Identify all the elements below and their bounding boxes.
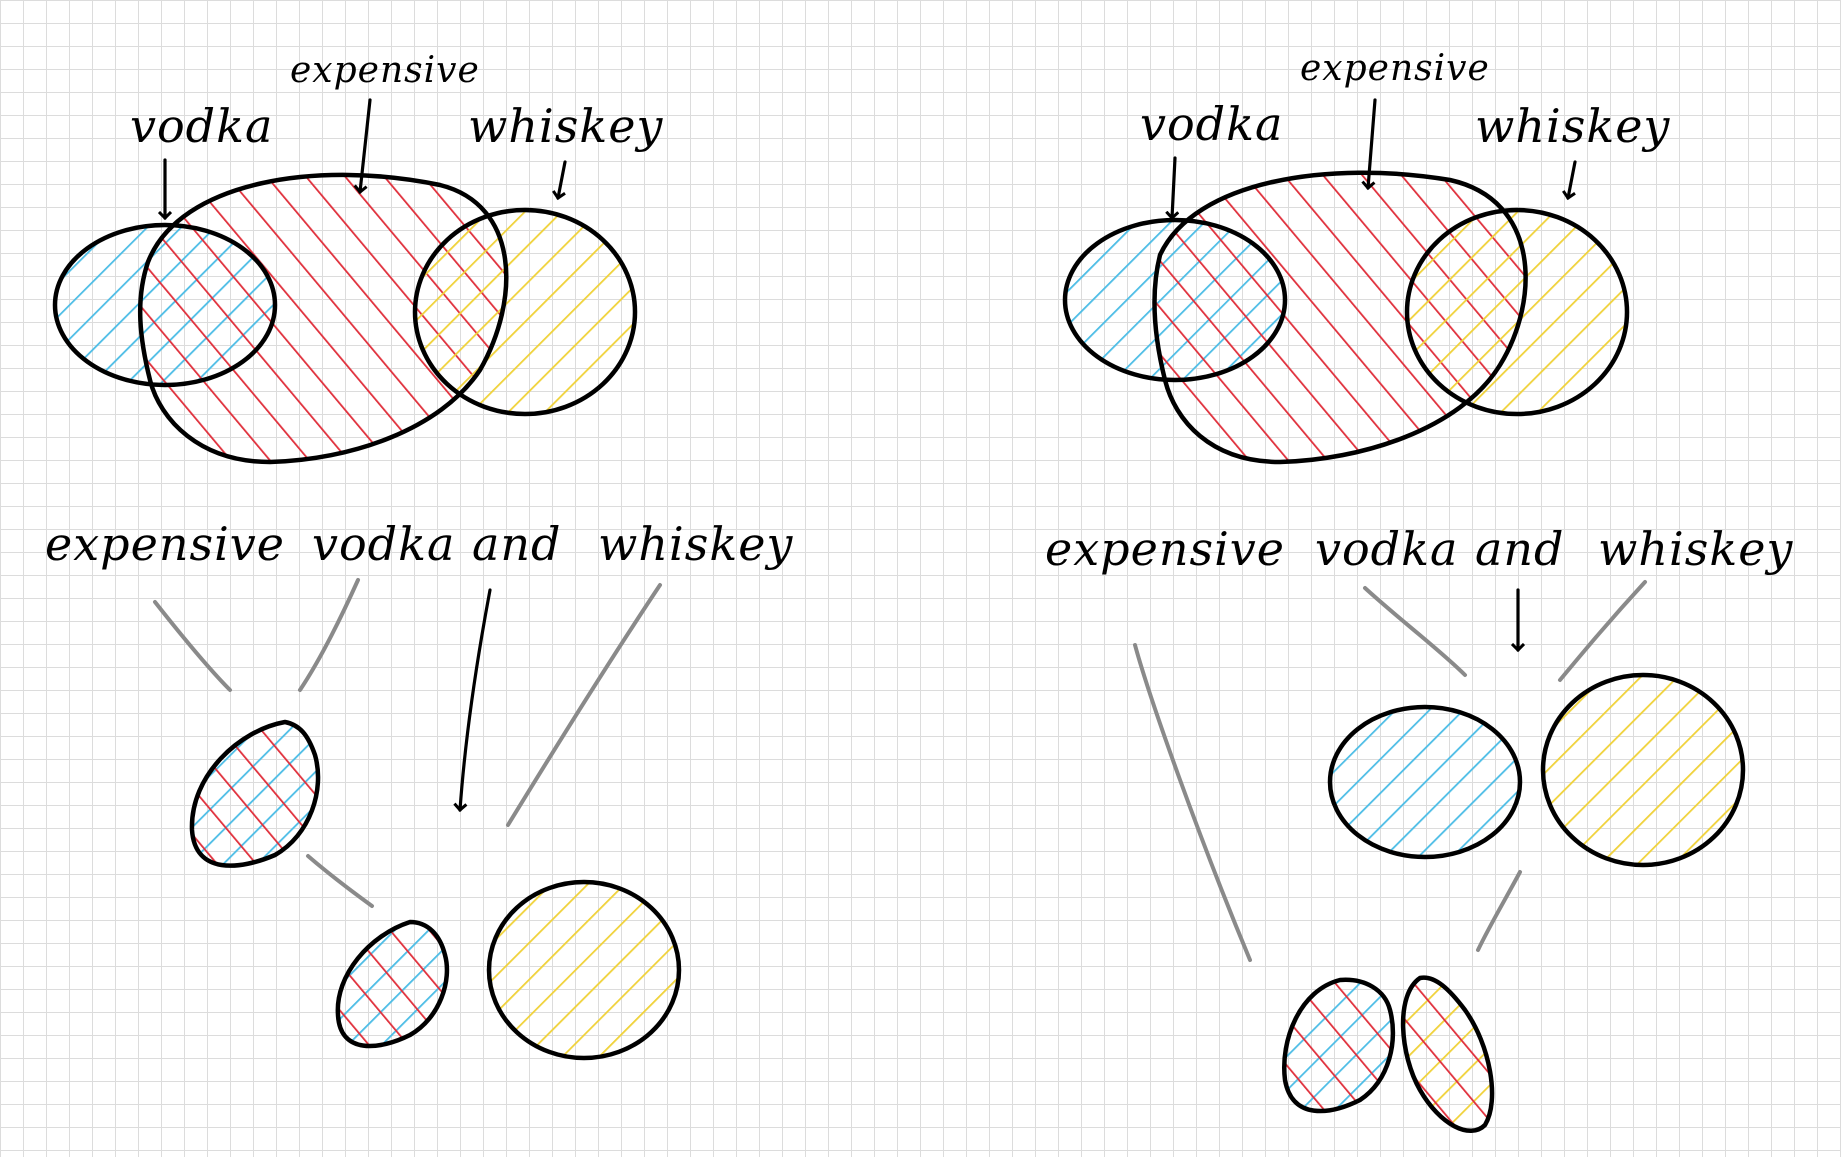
right-arrow-vodka <box>1172 156 1175 218</box>
right-connector-expensive <box>1133 643 1252 962</box>
left-connector-subresult <box>306 854 374 908</box>
right-phrase-word-vodka: vodka <box>1315 522 1458 576</box>
left-phrase-word-whiskey: whiskey <box>598 517 793 571</box>
right-venn-label-expensive: expensive <box>1300 48 1490 89</box>
right-connector-vodka <box>1363 586 1467 677</box>
right-whiskey-set-outline <box>1404 207 1630 417</box>
right-panel: vodka expensive whiskey expensive vodka … <box>1045 48 1793 1133</box>
left-expensive-set-outline <box>137 172 509 465</box>
right-whiskey-set-fill <box>1407 210 1627 414</box>
right-result-vodka-circle <box>1327 704 1523 860</box>
left-phrase-word-vodka: vodka <box>312 517 455 571</box>
left-panel: vodka expensive whiskey expensive vodka … <box>45 50 793 1061</box>
right-result-expensive-vodka-lens <box>1282 977 1396 1114</box>
left-arrow-and <box>460 588 492 810</box>
left-connector-vodka <box>298 578 360 692</box>
right-expensive-set-outline <box>1152 170 1528 465</box>
right-connector-union <box>1476 870 1522 952</box>
right-venn-label-whiskey: whiskey <box>1475 99 1670 153</box>
right-arrow-expensive <box>1368 98 1377 188</box>
right-phrase-word-and: and <box>1475 522 1565 576</box>
left-whiskey-set-fill <box>415 210 635 414</box>
right-venn <box>1062 170 1630 465</box>
left-venn <box>52 172 638 465</box>
right-connector-whiskey <box>1558 580 1647 682</box>
left-vodka-set-outline <box>52 222 278 388</box>
right-phrase-word-whiskey: whiskey <box>1598 522 1793 576</box>
left-venn-label-whiskey: whiskey <box>468 99 663 153</box>
left-connector-whiskey <box>506 583 662 827</box>
right-result-whiskey-circle <box>1540 672 1746 868</box>
right-result-expensive-whiskey-lens <box>1400 975 1495 1133</box>
left-phrase-word-and: and <box>472 517 562 571</box>
right-phrase-word-expensive: expensive <box>1045 522 1285 576</box>
left-venn-label-expensive: expensive <box>290 50 480 91</box>
left-phrase-word-expensive: expensive <box>45 517 285 571</box>
left-venn-label-vodka: vodka <box>130 99 273 153</box>
right-arrow-whiskey <box>1568 160 1577 198</box>
left-connector-expensive <box>153 600 232 692</box>
left-arrow-whiskey <box>558 160 567 198</box>
right-venn-label-vodka: vodka <box>1140 97 1283 151</box>
left-result-small-lens <box>335 919 450 1049</box>
left-whiskey-set-outline <box>412 207 638 417</box>
left-arrow-expensive <box>360 98 372 192</box>
left-result-expensive-vodka-lens <box>189 719 321 868</box>
left-result-whiskey-circle <box>486 879 682 1061</box>
left-expensive-set-fill <box>140 174 507 463</box>
